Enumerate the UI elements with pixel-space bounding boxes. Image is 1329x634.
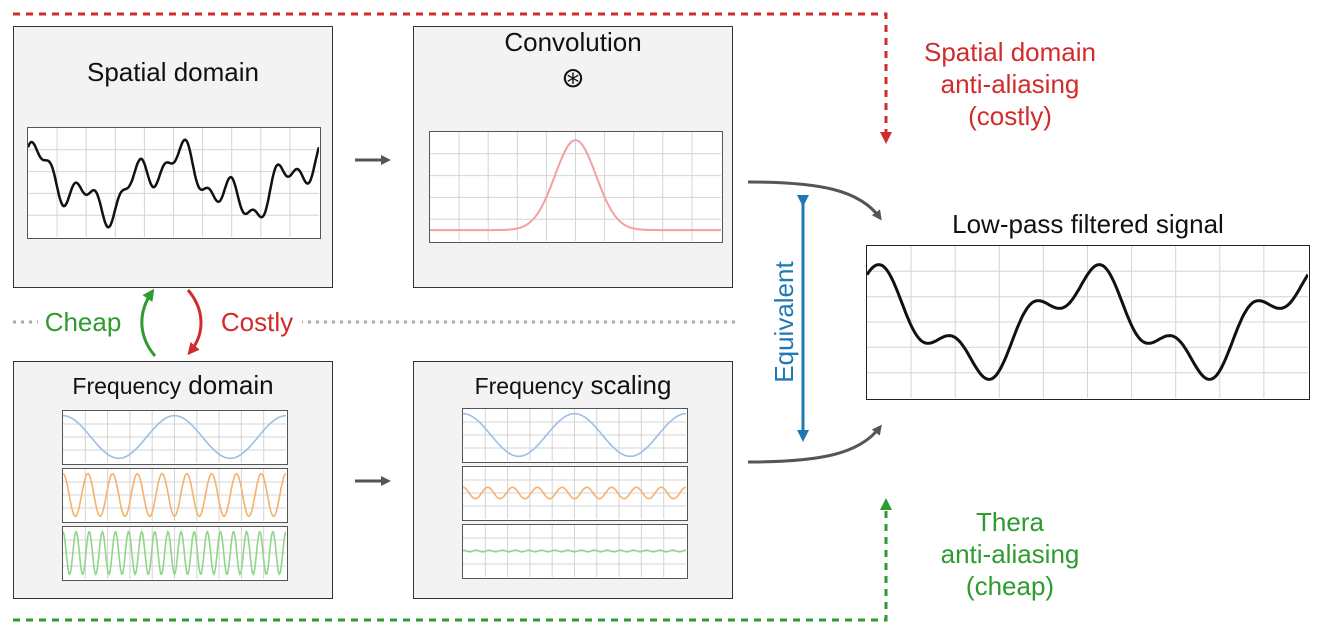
frequency-scaling-title-b: scaling (583, 370, 672, 400)
equivalent-label: Equivalent (769, 261, 799, 383)
thera-antialias-line-2: anti-aliasing (940, 539, 1080, 569)
cheap-label: Cheap (38, 306, 128, 338)
spatial-signal-plot (27, 127, 321, 239)
output-signal-line (867, 263, 1308, 381)
spatial-antialias-line-3: (costly) (968, 101, 1052, 131)
spatial-antialias-line-2: anti-aliasing (940, 69, 1080, 99)
low-frequency-wave (63, 411, 286, 463)
frequency-high-plot (62, 526, 288, 581)
thera-antialias-route (13, 498, 892, 622)
mid-frequency-wave (63, 469, 286, 521)
frequency-domain-title-b: domain (181, 370, 274, 400)
high-frequency-wave (63, 527, 286, 579)
frequency-scaling-title-a: Frequency (474, 373, 584, 399)
cheap-arrow (140, 288, 157, 357)
convolution-to-output-arrow (747, 180, 882, 221)
spatial-antialias-line-1: Spatial domain (924, 37, 1096, 67)
spatial-signal-graph (28, 128, 319, 237)
frequency-mid-plot (62, 468, 288, 523)
frequency-domain-panel: Frequency domain (13, 361, 333, 599)
spatial-signal-line (28, 138, 319, 229)
gaussian-curve (430, 139, 721, 232)
thera-antialias-line-3: (cheap) (965, 571, 1055, 601)
scaled-high-frequency-wave (463, 525, 686, 577)
output-signal-plot (866, 245, 1310, 400)
frequency-mid-line (63, 472, 286, 518)
thera-antialias-line-1: Thera (976, 507, 1044, 537)
gaussian-kernel-plot (429, 131, 723, 243)
frequency-low-line (63, 414, 286, 460)
gaussian-kernel-graph (430, 132, 721, 241)
frequency-high-line (63, 529, 286, 577)
spatial-antialias-route (13, 12, 892, 144)
scaled-high-line (463, 549, 686, 553)
thera-antialias-label: Thera anti-aliasing (cheap) (900, 506, 1120, 602)
spatial-domain-title: Spatial domain (87, 57, 259, 87)
convolution-panel: Convolution ⊛ (413, 26, 733, 288)
frequency-scaling-panel: Frequency scaling (413, 361, 733, 599)
scaled-low-frequency-wave (463, 409, 686, 461)
scaled-mid-line (463, 486, 686, 500)
scaling-to-output-arrow (747, 424, 882, 464)
scaled-mid-plot (462, 466, 688, 521)
scaled-low-line (463, 412, 686, 458)
scaled-low-plot (462, 408, 688, 463)
frequency-domain-title: Frequency domain (14, 370, 332, 401)
scaled-mid-frequency-wave (463, 467, 686, 519)
costly-arrow (186, 289, 203, 356)
convolution-symbol: ⊛ (561, 62, 585, 93)
frequency-scaling-title: Frequency scaling (414, 370, 732, 401)
output-signal-graph (867, 246, 1308, 398)
output-title: Low-pass filtered signal (952, 209, 1224, 239)
spatial-antialias-label: Spatial domain anti-aliasing (costly) (900, 36, 1120, 132)
convolution-title: Convolution (504, 27, 642, 57)
frequency-low-plot (62, 410, 288, 465)
scaled-high-plot (462, 524, 688, 579)
spatial-domain-panel: Spatial domain (13, 26, 333, 288)
frequency-domain-title-a: Frequency (72, 373, 182, 399)
costly-label: Costly (212, 306, 302, 338)
